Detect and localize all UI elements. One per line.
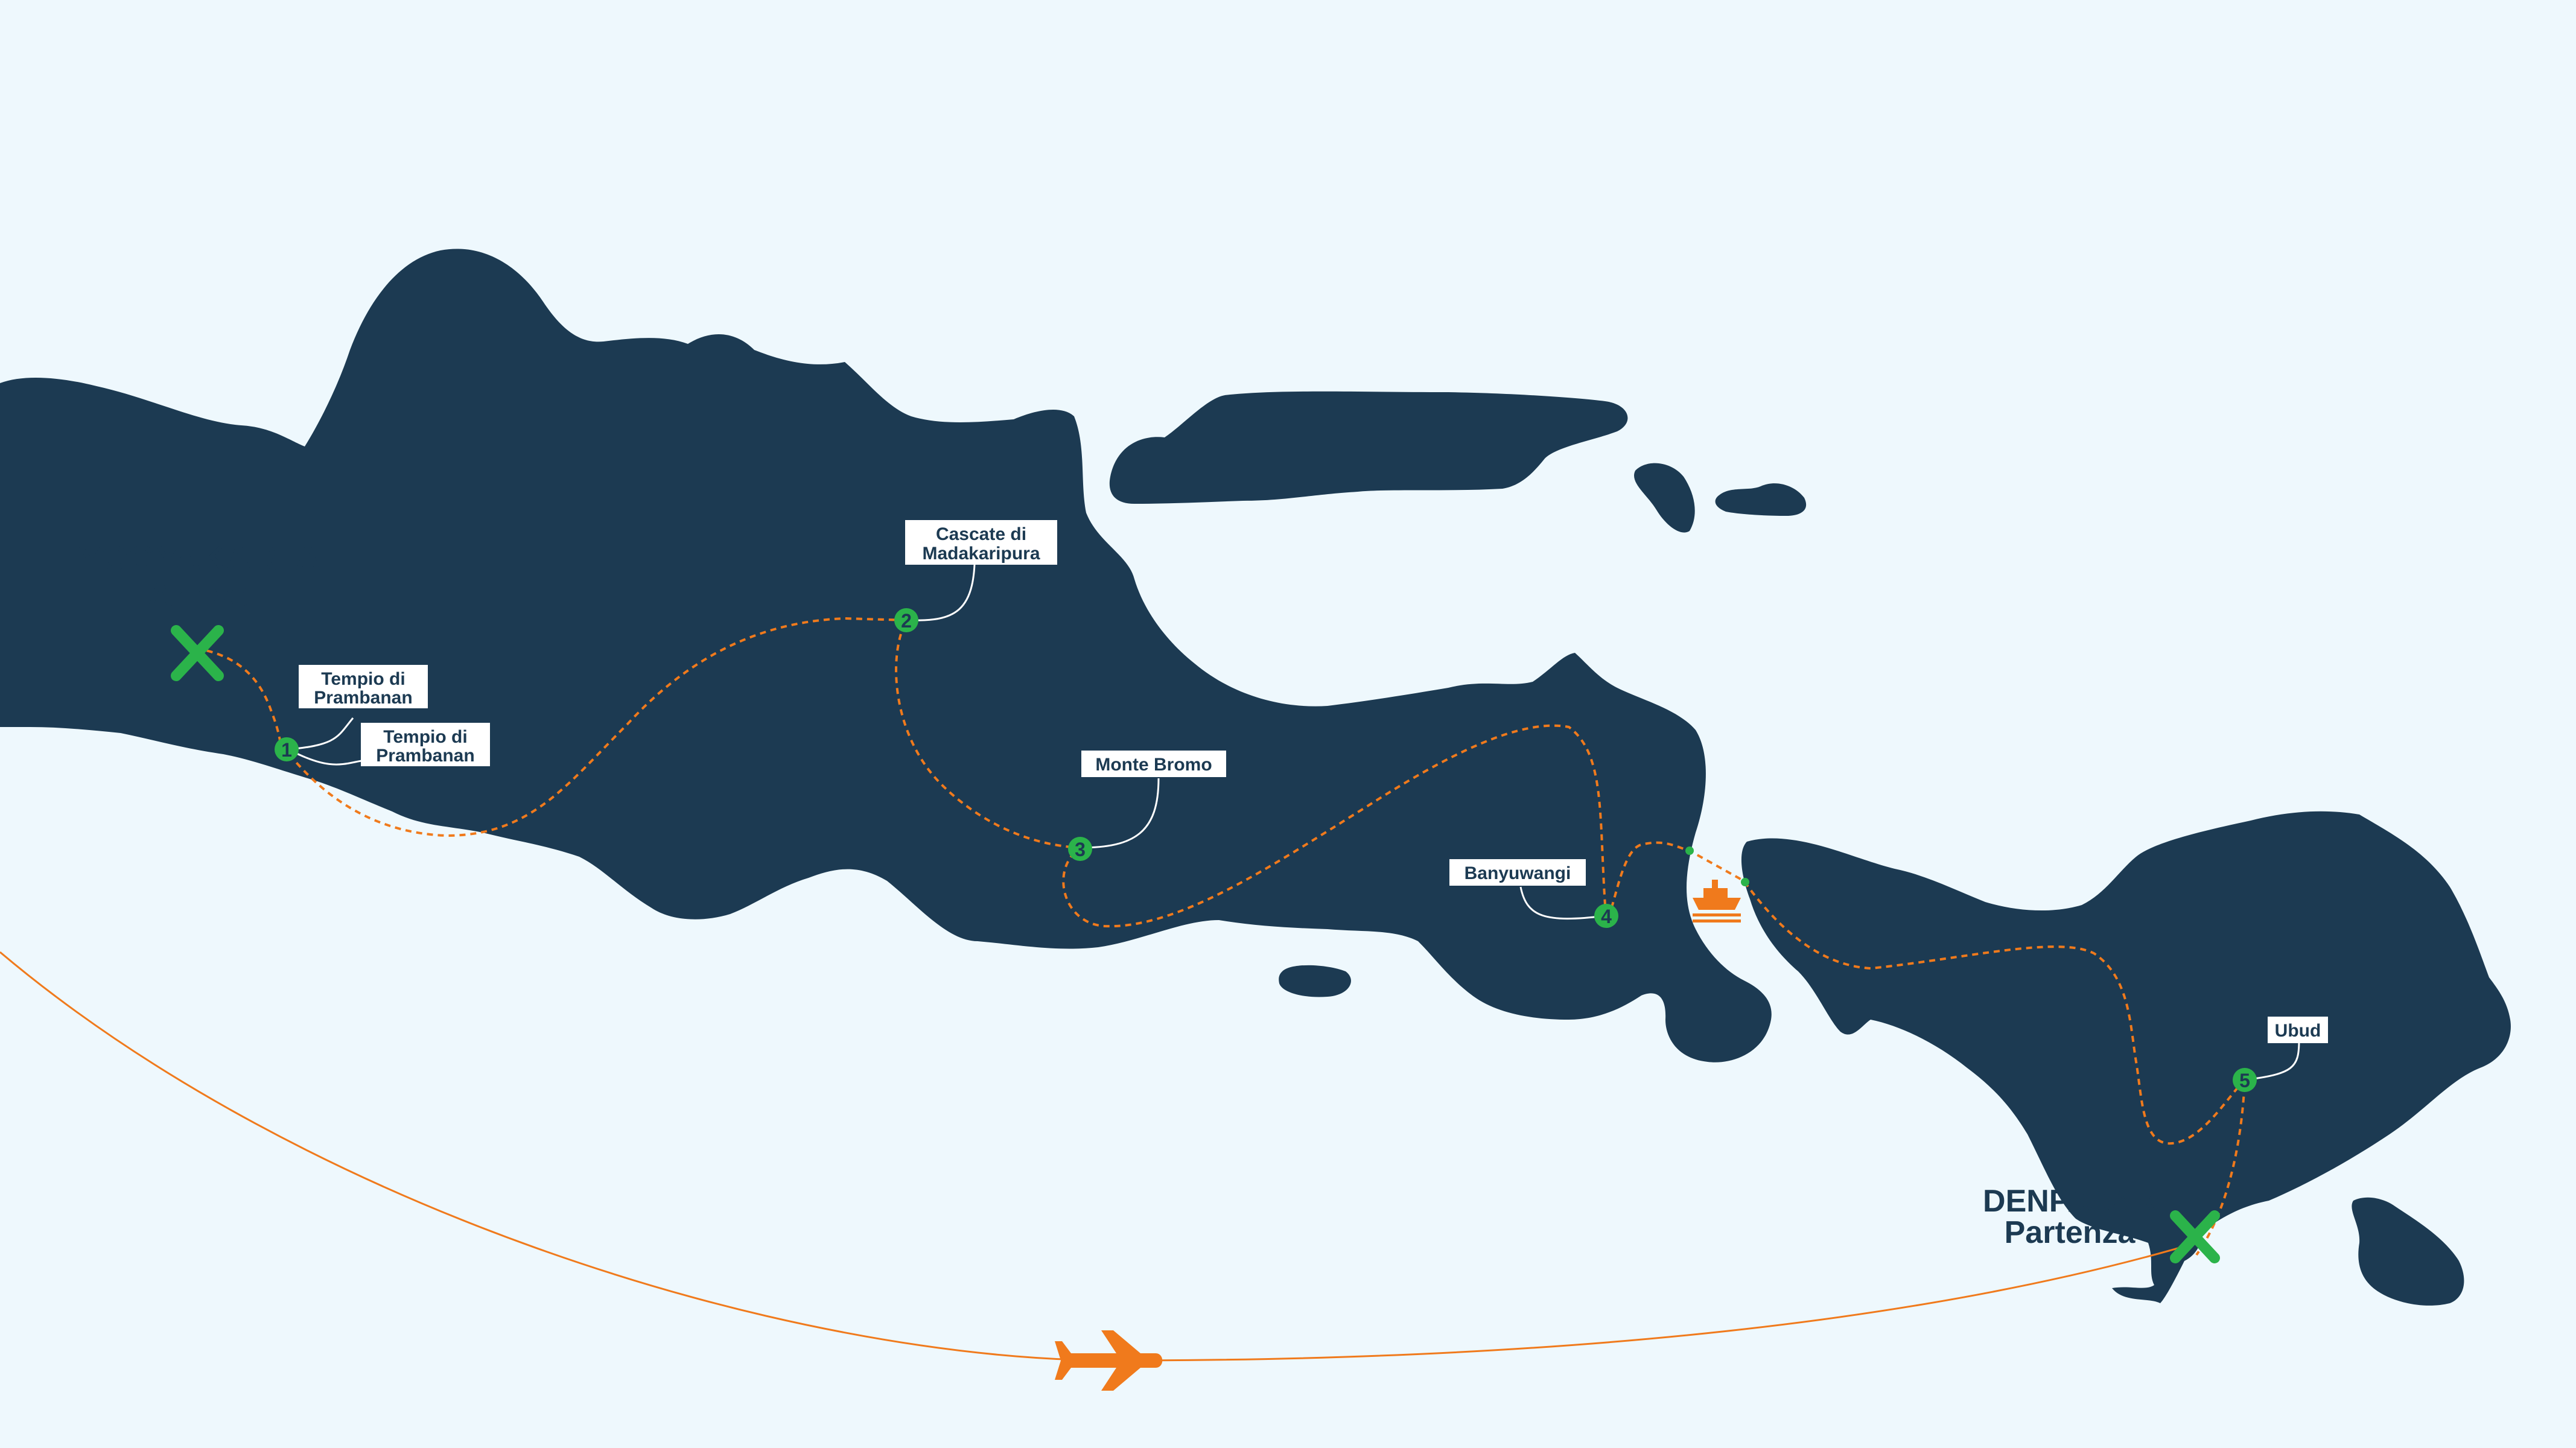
island-java <box>0 249 1772 1062</box>
stop-number: 5 <box>2239 1070 2250 1091</box>
svg-text:Madakaripura: Madakaripura <box>922 544 1040 564</box>
svg-text:Banyuwangi: Banyuwangi <box>1465 863 1571 883</box>
ferry-segment <box>1685 846 1749 886</box>
stop-3[interactable]: 3 <box>1068 837 1092 861</box>
stop-5[interactable]: 5 <box>2233 1068 2257 1092</box>
departure-note: Partenza <box>2005 1215 2136 1250</box>
stop-number: 1 <box>281 739 292 761</box>
airport-x-icon <box>2170 1210 2220 1263</box>
stop-number: 2 <box>901 610 912 632</box>
svg-text:Tempio di: Tempio di <box>321 669 405 689</box>
ferry-dock-west <box>1685 846 1694 855</box>
island-bali <box>1741 811 2511 1303</box>
label-banyuwangi: Banyuwangi <box>1449 859 1586 886</box>
stop-4[interactable]: 4 <box>1594 904 1618 928</box>
svg-text:Prambanan: Prambanan <box>314 688 412 708</box>
island-small-3 <box>1279 965 1351 997</box>
ferry-icon <box>1693 880 1741 922</box>
svg-text:Cascate di: Cascate di <box>936 524 1026 544</box>
arrival-note: Arrivo <box>148 575 251 614</box>
leader-lines <box>288 542 2300 1081</box>
arrival-city: YOGYAKARTA <box>78 539 321 578</box>
label-cascate-di-madakaripura: Cascate di Madakaripura <box>905 520 1057 565</box>
island-madura <box>1109 391 1628 504</box>
svg-text:Monte Bromo: Monte Bromo <box>1095 755 1212 775</box>
stop-number: 4 <box>1601 906 1612 927</box>
land-masses <box>0 249 2511 1306</box>
ferry-dock-east <box>1741 878 1749 886</box>
label-tempio-di-prambanan-2: Tempio di Prambanan <box>361 723 490 766</box>
departure-city: DENPASAR <box>1983 1184 2157 1219</box>
stop-number: 3 <box>1075 839 1086 860</box>
airport-x-icon <box>171 625 224 681</box>
overland-route <box>196 617 2247 1256</box>
svg-text:Prambanan: Prambanan <box>376 746 474 766</box>
svg-text:Tempio di: Tempio di <box>383 727 467 747</box>
island-nusa-penida <box>2352 1197 2464 1306</box>
stop-2[interactable]: 2 <box>894 608 918 632</box>
arrival-label: YOGYAKARTA Arrivo <box>78 539 321 614</box>
label-tempio-di-prambanan-1: Tempio di Prambanan <box>299 665 428 708</box>
airplane-icon <box>1055 1330 1163 1391</box>
svg-text:Ubud: Ubud <box>2275 1021 2321 1041</box>
label-monte-bromo: Monte Bromo <box>1081 751 1226 777</box>
island-small-1 <box>1634 463 1695 533</box>
label-ubud: Ubud <box>2268 1017 2328 1043</box>
island-small-2 <box>1715 483 1807 516</box>
departure-label: DENPASAR Partenza <box>1983 1184 2157 1250</box>
stop-1[interactable]: 1 <box>275 737 299 761</box>
